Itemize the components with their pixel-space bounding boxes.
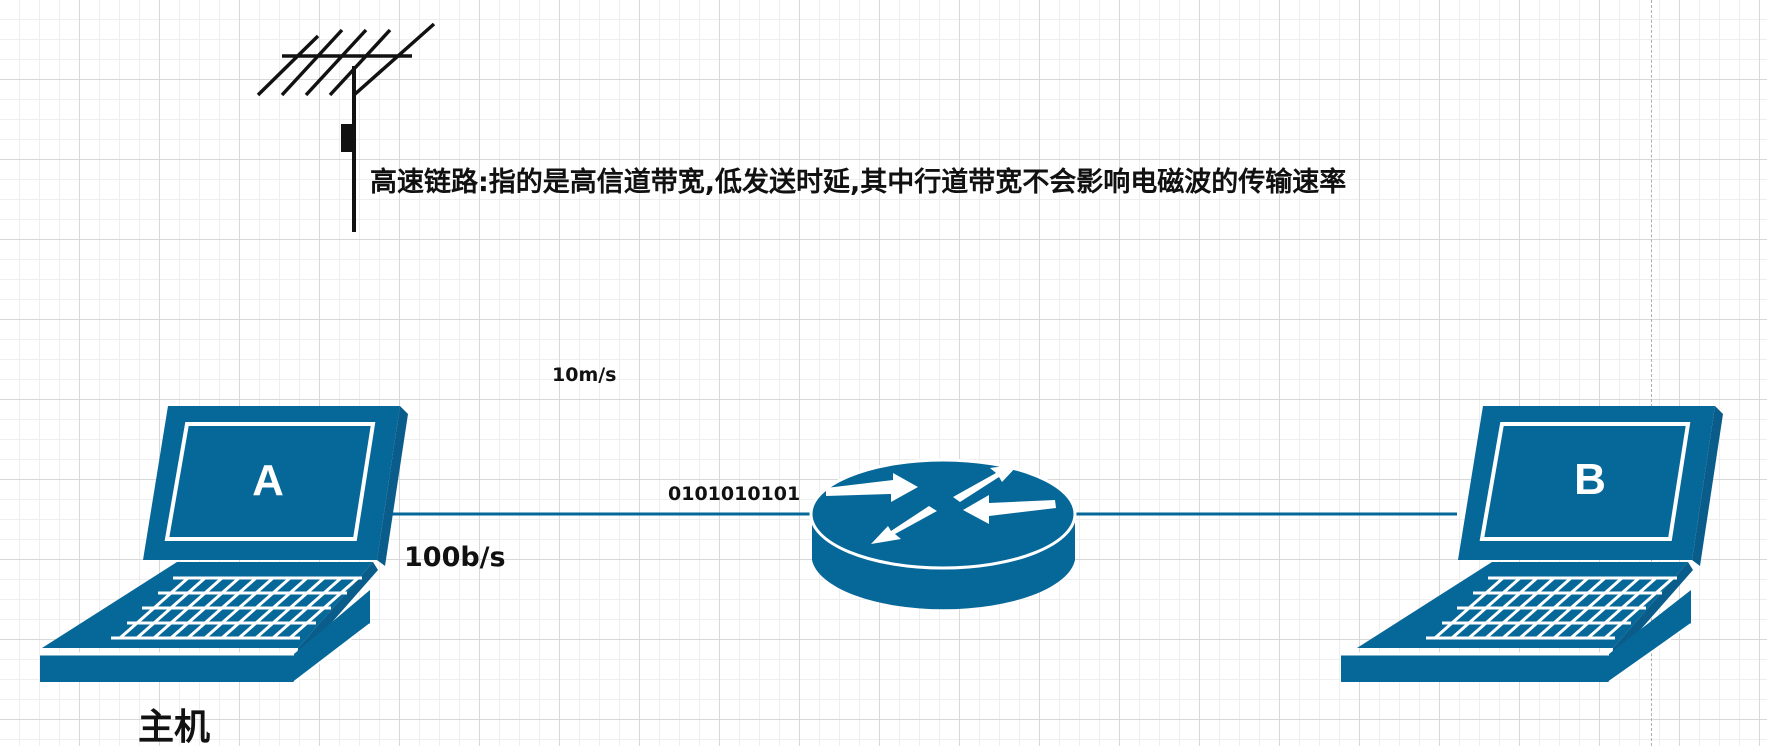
laptop-a-icon[interactable]: A xyxy=(40,406,408,683)
laptop-b-label: B xyxy=(1574,455,1606,504)
bandwidth-label: 100b/s xyxy=(404,542,506,573)
host-label: 主机 xyxy=(138,707,211,746)
antenna-icon[interactable] xyxy=(256,22,436,232)
bit-stream-label: 0101010101 xyxy=(668,483,801,505)
propagation-speed-label: 10m/s xyxy=(552,364,617,386)
laptop-a-label: A xyxy=(252,456,284,505)
router-icon[interactable] xyxy=(809,458,1077,610)
diagram-title: 高速链路:指的是高信道带宽,低发送时延,其中行道带宽不会影响电磁波的传输速率 xyxy=(370,167,1347,198)
page-boundary-line xyxy=(1651,0,1652,746)
laptop-b-icon[interactable]: B xyxy=(1341,406,1723,683)
